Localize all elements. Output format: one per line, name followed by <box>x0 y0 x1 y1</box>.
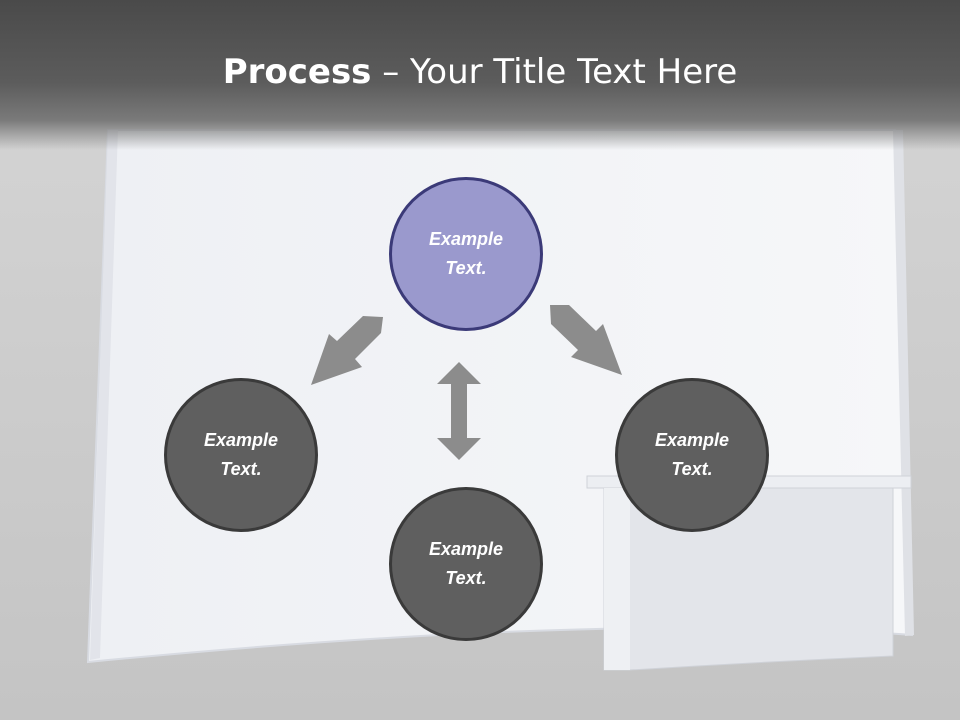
process-node-right: Example Text. <box>615 378 769 532</box>
double-arrow-left <box>311 316 383 385</box>
counter-side <box>604 488 630 670</box>
process-node-bottom: Example Text. <box>389 487 543 641</box>
process-node-top: Example Text. <box>389 177 543 331</box>
node-top-text: Example Text. <box>428 229 504 278</box>
node-left-text: Example Text. <box>203 430 279 479</box>
title-bold: Process <box>222 52 372 92</box>
double-arrow-vertical <box>437 362 481 460</box>
counter-body <box>603 487 894 671</box>
node-right-text: Example Text. <box>654 430 730 479</box>
title-rest: – Your Title Text Here <box>371 52 738 92</box>
title-bar: Process – Your Title Text Here <box>0 0 960 150</box>
wall-right-edge <box>893 130 914 636</box>
process-node-left: Example Text. <box>164 378 318 532</box>
node-bottom-text: Example Text. <box>428 539 504 588</box>
slide-title: Process – Your Title Text Here <box>0 52 960 92</box>
wall-left-edge <box>90 130 118 660</box>
double-arrow-right <box>550 305 622 375</box>
